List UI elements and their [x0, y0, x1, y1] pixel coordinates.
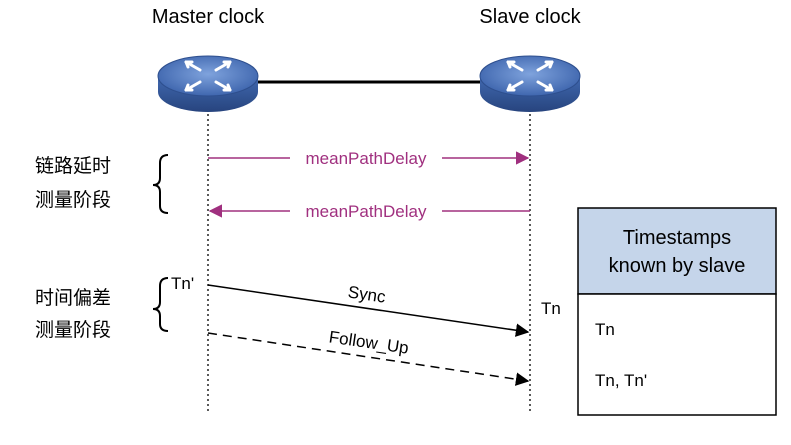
path-delay-phase-label-line2: 测量阶段 — [35, 189, 111, 211]
timestamps-table-header — [577, 207, 777, 295]
offset-brace — [152, 277, 169, 332]
path-delay-phase-label-line1: 链路延时 — [35, 155, 111, 177]
switch-icon — [479, 55, 581, 112]
master-clock-label: Master clock — [152, 6, 265, 28]
table-row-2: Tn, Tn' — [595, 371, 647, 390]
sync-arrow — [207, 284, 530, 337]
path-delay-brace — [152, 154, 169, 214]
offset-phase-label-line2: 测量阶段 — [35, 319, 111, 341]
table-header-line2: known by slave — [609, 255, 746, 277]
mean-path-delay-back-label: meanPathDelay — [306, 202, 427, 221]
slave-rx-timestamp: Tn — [541, 299, 561, 318]
slave-clock-label: Slave clock — [479, 6, 581, 28]
mean-path-delay-forward-label: meanPathDelay — [306, 149, 427, 168]
offset-phase-label-line1: 时间偏差 — [35, 287, 111, 309]
master-tx-timestamp: Tn' — [171, 274, 194, 293]
sync-label: Sync — [347, 282, 388, 306]
switch-icon — [157, 55, 259, 112]
table-header-line1: Timestamps — [623, 227, 731, 249]
timestamps-table: Timestamps known by slave Tn Tn, Tn' — [577, 207, 777, 416]
follow-up-label: Follow_Up — [328, 327, 410, 357]
timestamps-table-body — [577, 293, 777, 416]
table-row-1: Tn — [595, 320, 615, 339]
follow-up-arrow — [207, 332, 530, 386]
